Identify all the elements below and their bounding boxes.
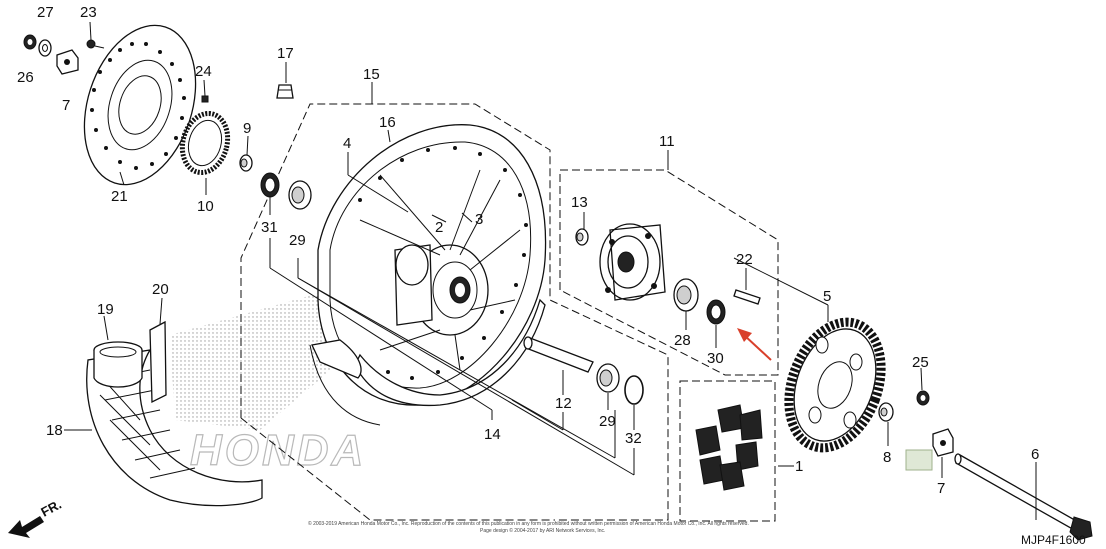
final-driven-flange (599, 223, 666, 301)
driven-sprocket (784, 317, 886, 453)
copyright-line-2: Page design © 2004-2017 by ARI Network S… (480, 527, 605, 534)
callout-25: 25 (912, 354, 929, 371)
callout-26: 26 (17, 69, 34, 86)
label-tag (905, 449, 933, 471)
adjuster-plate-7-left (56, 49, 79, 75)
o-ring-32 (624, 375, 644, 405)
bolt-23 (86, 39, 105, 49)
callout-5: 5 (823, 288, 831, 305)
nut-25 (916, 390, 930, 406)
callout-16: 16 (379, 114, 396, 131)
callout-9: 9 (243, 120, 251, 137)
callout-20: 20 (152, 281, 169, 298)
callout-17: 17 (277, 45, 294, 62)
cap-17 (276, 84, 294, 99)
callout-12: 12 (555, 395, 572, 412)
callout-11: 11 (659, 133, 675, 150)
honda-watermark: HONDA (190, 426, 366, 475)
callout-32: 32 (625, 430, 642, 447)
rear-axle-6 (954, 453, 1093, 541)
rim-flap (311, 339, 362, 379)
callout-23: 23 (80, 4, 97, 21)
collar-9 (239, 154, 253, 172)
callout-24: 24 (195, 63, 212, 80)
highlight-arrow (737, 328, 772, 361)
group-outline-hub (559, 169, 779, 376)
group-outline-damper (679, 380, 776, 522)
callout-21: 21 (111, 188, 128, 205)
washer-8 (878, 402, 894, 422)
callout-29-left: 29 (289, 232, 306, 249)
collar-13 (575, 228, 589, 246)
callout-29-right: 29 (599, 413, 616, 430)
seal-30 (706, 299, 726, 325)
callout-1: 1 (795, 458, 803, 475)
rim-band (149, 320, 167, 404)
callout-13: 13 (571, 194, 588, 211)
bearing-28 (673, 278, 699, 312)
leader-lines (64, 21, 1037, 520)
callout-6: 6 (1031, 446, 1039, 463)
callout-31: 31 (261, 219, 278, 236)
washer-27 (38, 39, 52, 57)
callout-30: 30 (707, 350, 724, 367)
callout-4: 4 (343, 135, 351, 152)
pin-24 (201, 95, 209, 103)
callout-14: 14 (484, 426, 501, 443)
diagram-code: MJP4F1600 (1021, 533, 1086, 547)
pulser-ring (179, 110, 231, 176)
damper-rubbers (695, 404, 763, 491)
nut-26 (23, 34, 37, 50)
bearing-29-right (596, 363, 620, 393)
callout-27: 27 (37, 4, 54, 21)
axle-collar-12 (523, 336, 594, 373)
front-direction-arrow: FR. (8, 497, 64, 538)
seal-31 (260, 172, 280, 198)
callout-10: 10 (197, 198, 214, 215)
callout-18: 18 (46, 422, 63, 439)
stud-22 (733, 289, 761, 305)
adjuster-plate-7-right (932, 428, 954, 457)
rear-wheel (309, 124, 547, 426)
callout-numbers: 27 23 26 7 24 17 15 9 16 4 21 10 2 3 31 … (17, 4, 1039, 497)
callout-19: 19 (97, 301, 114, 318)
brake-disc (83, 24, 197, 186)
copyright-line-1: © 2003-2019 American Honda Motor Co., In… (308, 520, 749, 527)
callout-7-right: 7 (937, 480, 945, 497)
callout-8: 8 (883, 449, 891, 466)
front-direction-label: FR. (38, 497, 64, 520)
group-outline-wheel (240, 103, 669, 521)
callout-22: 22 (736, 251, 753, 268)
bearing-29-left (288, 180, 312, 210)
callout-15: 15 (363, 66, 380, 83)
callout-28: 28 (674, 332, 691, 349)
tire-tube (93, 341, 143, 388)
callout-2: 2 (435, 219, 443, 236)
callout-3: 3 (475, 211, 483, 228)
callout-7-left: 7 (62, 97, 70, 114)
